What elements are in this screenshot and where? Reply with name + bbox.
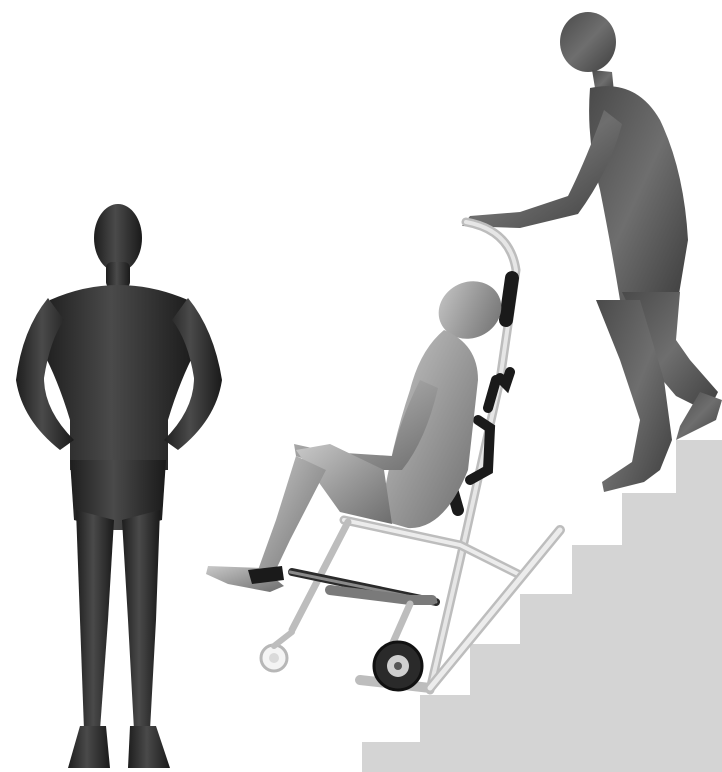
chair-seat-frame [344,520,520,575]
helper-person-figure [462,12,722,492]
chair-handle-grip [506,278,512,320]
standing-person-figure [16,204,222,768]
